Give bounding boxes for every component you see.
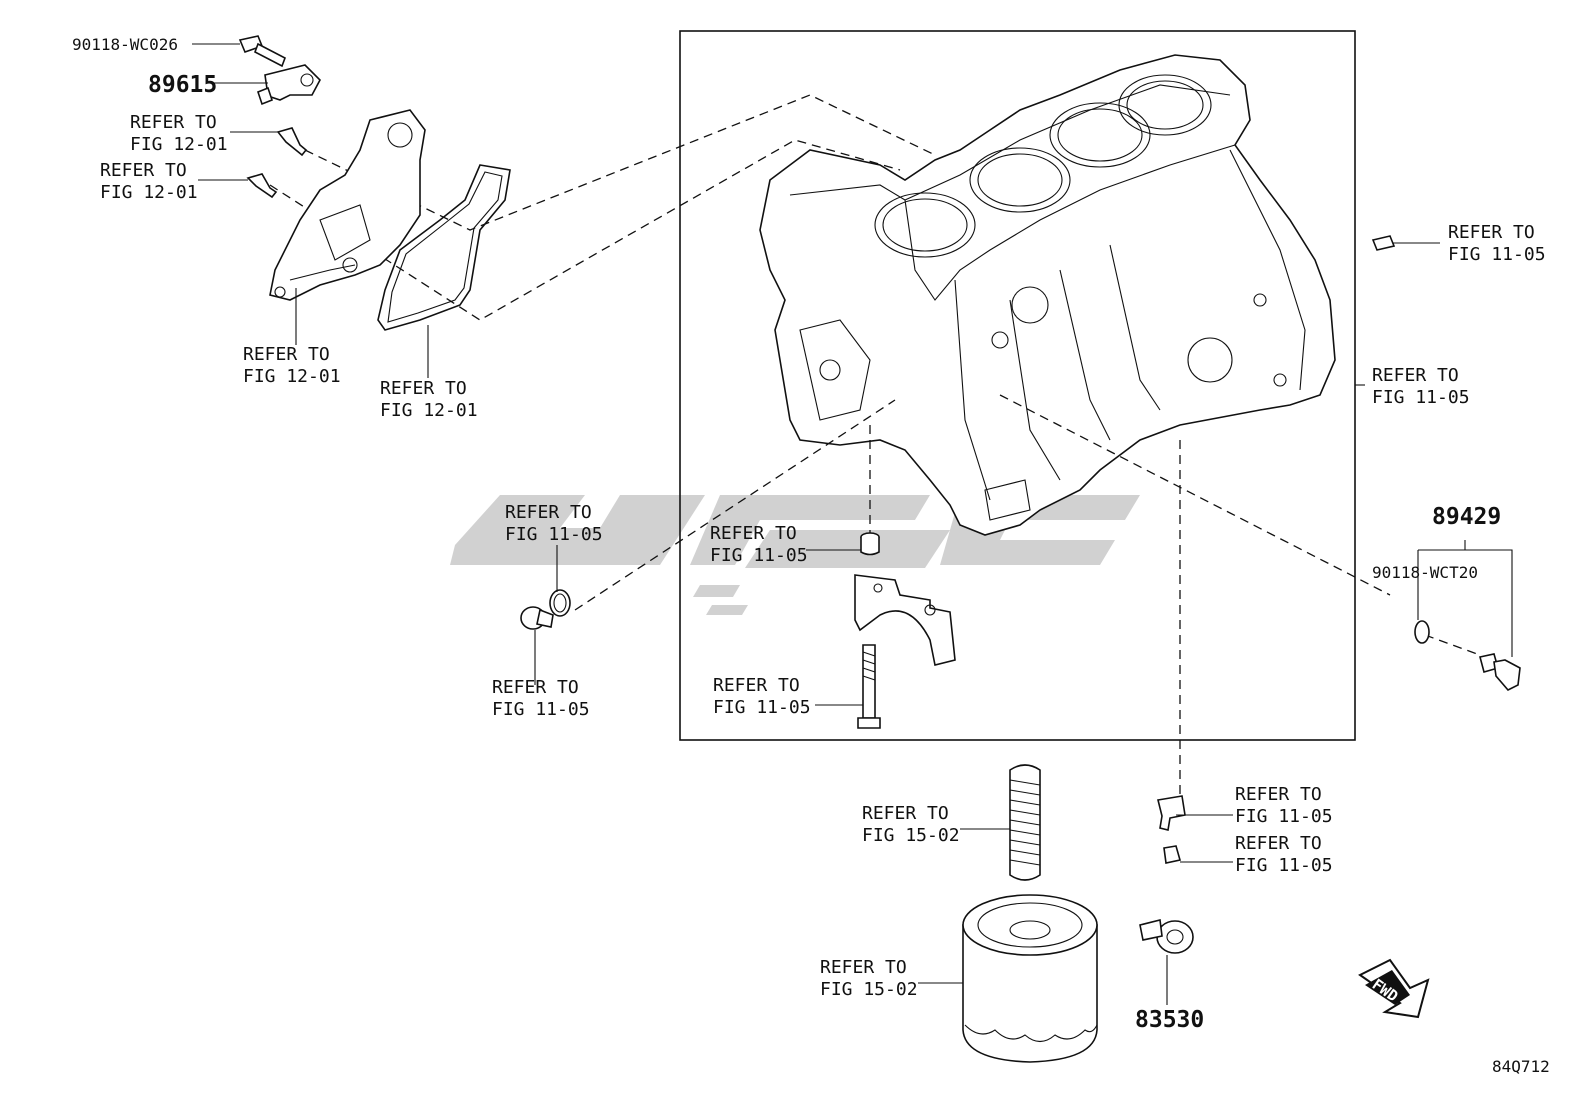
oil-filter[interactable] <box>962 894 1098 1063</box>
callout-line1: REFER TO <box>862 803 949 824</box>
callout-line2: FIG 11-05 <box>1235 806 1333 827</box>
callout-line2: FIG 11-05 <box>505 524 603 545</box>
gasket-90118-wct20[interactable] <box>1414 620 1430 644</box>
callout-13: REFER TO FIG 11-05 <box>1235 784 1333 827</box>
callout-1: REFER TO FIG 12-01 <box>130 112 228 155</box>
pn-sensor-top: 89615 <box>148 72 217 98</box>
label-leaders <box>192 43 1513 1005</box>
callout-line1: REFER TO <box>1448 222 1535 243</box>
callout-3: REFER TO FIG 12-01 <box>243 344 341 387</box>
callout-11: REFER TO FIG 15-02 <box>862 803 960 846</box>
bearing-cap[interactable] <box>854 574 956 666</box>
callout-line1: REFER TO <box>505 502 592 523</box>
dowel-pin[interactable] <box>860 532 880 556</box>
callout-line1: REFER TO <box>130 112 217 133</box>
callout-line2: FIG 12-01 <box>130 134 228 155</box>
callout-line1: REFER TO <box>1235 833 1322 854</box>
plug-pin[interactable] <box>1371 235 1396 251</box>
callout-line1: REFER TO <box>710 523 797 544</box>
callout-line1: REFER TO <box>492 677 579 698</box>
bolt-90118-wc026[interactable] <box>238 35 286 68</box>
callout-line2: FIG 12-01 <box>380 400 478 421</box>
o-ring[interactable] <box>549 589 571 617</box>
callout-12: REFER TO FIG 15-02 <box>820 957 918 1000</box>
callout-line1: REFER TO <box>380 378 467 399</box>
callout-line2: FIG 15-02 <box>820 979 918 1000</box>
callout-4: REFER TO FIG 12-01 <box>380 378 478 421</box>
callout-9: REFER TO FIG 11-05 <box>492 677 590 720</box>
sensor-89429[interactable] <box>1479 653 1521 691</box>
pn-sensor-bolt: 90118-WCT20 <box>1372 563 1478 582</box>
callout-line2: FIG 11-05 <box>713 697 811 718</box>
callout-line1: REFER TO <box>713 675 800 696</box>
callout-line2: FIG 15-02 <box>862 825 960 846</box>
callout-5: REFER TO FIG 11-05 <box>1448 222 1546 265</box>
cylinder-block <box>759 54 1336 536</box>
timing-chain-cover[interactable] <box>269 109 426 301</box>
cover-gasket[interactable] <box>377 164 511 331</box>
small-bolt[interactable] <box>1163 845 1182 864</box>
callout-6: REFER TO FIG 11-05 <box>1372 365 1470 408</box>
bolt-small-2[interactable] <box>246 173 278 199</box>
callout-8: REFER TO FIG 11-05 <box>710 523 808 566</box>
forward-arrow-icon: FWD <box>1358 958 1430 1019</box>
pn-knock-sensor: 83530 <box>1135 1007 1204 1033</box>
callout-2: REFER TO FIG 12-01 <box>100 160 198 203</box>
callout-line2: FIG 11-05 <box>1235 855 1333 876</box>
bearing-cap-bolt[interactable] <box>857 644 881 729</box>
sensor-89615[interactable] <box>257 64 321 106</box>
callout-line1: REFER TO <box>1372 365 1459 386</box>
knock-sensor-83530[interactable] <box>1139 919 1194 954</box>
drain-plug[interactable] <box>520 606 554 630</box>
callout-line2: FIG 11-05 <box>492 699 590 720</box>
callout-line1: REFER TO <box>100 160 187 181</box>
callout-line1: REFER TO <box>243 344 330 365</box>
callout-line2: FIG 11-05 <box>1372 387 1470 408</box>
callout-7: REFER TO FIG 11-05 <box>505 502 603 545</box>
pn-sensor-assembly: 89429 <box>1432 504 1501 530</box>
pn-bolt-top: 90118-WC026 <box>72 35 178 54</box>
bolt-small-1[interactable] <box>276 127 308 157</box>
callout-line2: FIG 11-05 <box>710 545 808 566</box>
small-bracket[interactable] <box>1157 795 1186 831</box>
callout-line1: REFER TO <box>820 957 907 978</box>
callout-10: REFER TO FIG 11-05 <box>713 675 811 718</box>
callout-14: REFER TO FIG 11-05 <box>1235 833 1333 876</box>
filter-stud[interactable] <box>1009 764 1041 881</box>
callout-line2: FIG 12-01 <box>243 366 341 387</box>
callout-line1: REFER TO <box>1235 784 1322 805</box>
callout-line2: FIG 11-05 <box>1448 244 1546 265</box>
figure-id: 84Q712 <box>1492 1057 1550 1076</box>
callout-line2: FIG 12-01 <box>100 182 198 203</box>
